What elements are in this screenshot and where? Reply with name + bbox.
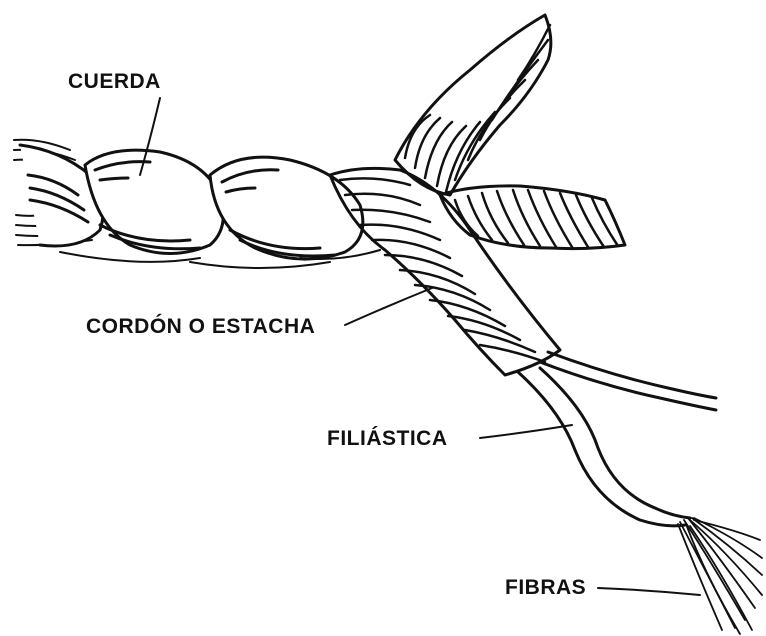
rope-body <box>14 140 380 268</box>
leader-fibras <box>598 588 700 595</box>
label-cordon-o-estacha: CORDÓN O ESTACHA <box>86 315 315 339</box>
right-strand <box>440 186 625 249</box>
label-filiastica: FILIÁSTICA <box>327 427 448 451</box>
rope-strand-2 <box>85 150 223 253</box>
upper-strand <box>395 15 551 195</box>
leader-filiastica <box>480 425 572 438</box>
leader-cordon <box>345 288 432 325</box>
yarn-strand <box>518 352 716 526</box>
label-fibras: FIBRAS <box>505 576 586 600</box>
cordon-strand <box>330 168 560 375</box>
label-cuerda: CUERDA <box>68 70 161 94</box>
fibers <box>678 518 762 634</box>
